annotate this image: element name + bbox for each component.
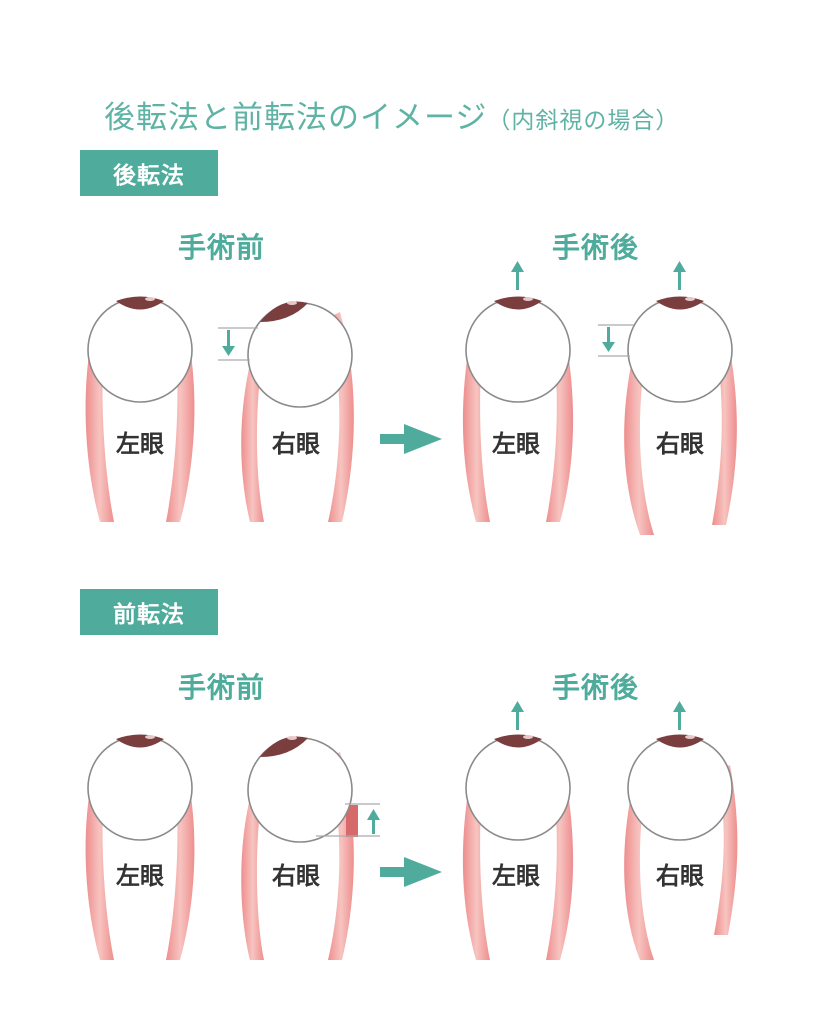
down-arrow-icon xyxy=(222,327,615,356)
left-eye-label: 左眼 xyxy=(116,862,164,890)
eyeball-left-after xyxy=(465,734,571,841)
up-arrow-icon xyxy=(511,261,686,730)
right-eye-label: 右眼 xyxy=(272,862,320,890)
eyeball-right-before xyxy=(247,301,353,408)
phase-before-label: 手術前 xyxy=(178,671,266,704)
title-main: 後転法と前転法のイメージ xyxy=(104,100,488,136)
displacement-marker-down xyxy=(218,324,634,361)
phase-after-label: 手術後 xyxy=(552,231,640,264)
eyeball-right-after xyxy=(627,734,733,841)
muscle-bands xyxy=(85,312,737,535)
displacement-marker-up xyxy=(316,803,380,837)
up-arrow-icon xyxy=(367,809,380,834)
section-badge-resection: 前転法 xyxy=(80,589,218,635)
eyeball-left-before xyxy=(87,296,193,403)
eyeball-right-after xyxy=(627,296,733,403)
left-eye-label: 左眼 xyxy=(492,862,540,890)
title-sub: （内斜視の場合） xyxy=(487,108,680,134)
eyeball-left-after xyxy=(465,296,571,403)
left-eye-label: 左眼 xyxy=(116,430,164,458)
phase-after-label: 手術後 xyxy=(552,671,640,704)
phase-before-label: 手術前 xyxy=(178,231,266,264)
eyeball-left-before xyxy=(87,734,193,841)
page-title: 後転法と前転法のイメージ（内斜視の場合） xyxy=(104,92,679,137)
section-badge-recession: 後転法 xyxy=(80,150,218,196)
muscle-bands xyxy=(85,752,738,960)
right-eye-label: 右眼 xyxy=(656,430,704,458)
right-eye-label: 右眼 xyxy=(656,862,704,890)
left-eye-label: 左眼 xyxy=(492,430,540,458)
right-eye-label: 右眼 xyxy=(272,430,320,458)
transition-arrow-icon xyxy=(380,424,442,887)
eyeball-right-before xyxy=(247,736,353,843)
